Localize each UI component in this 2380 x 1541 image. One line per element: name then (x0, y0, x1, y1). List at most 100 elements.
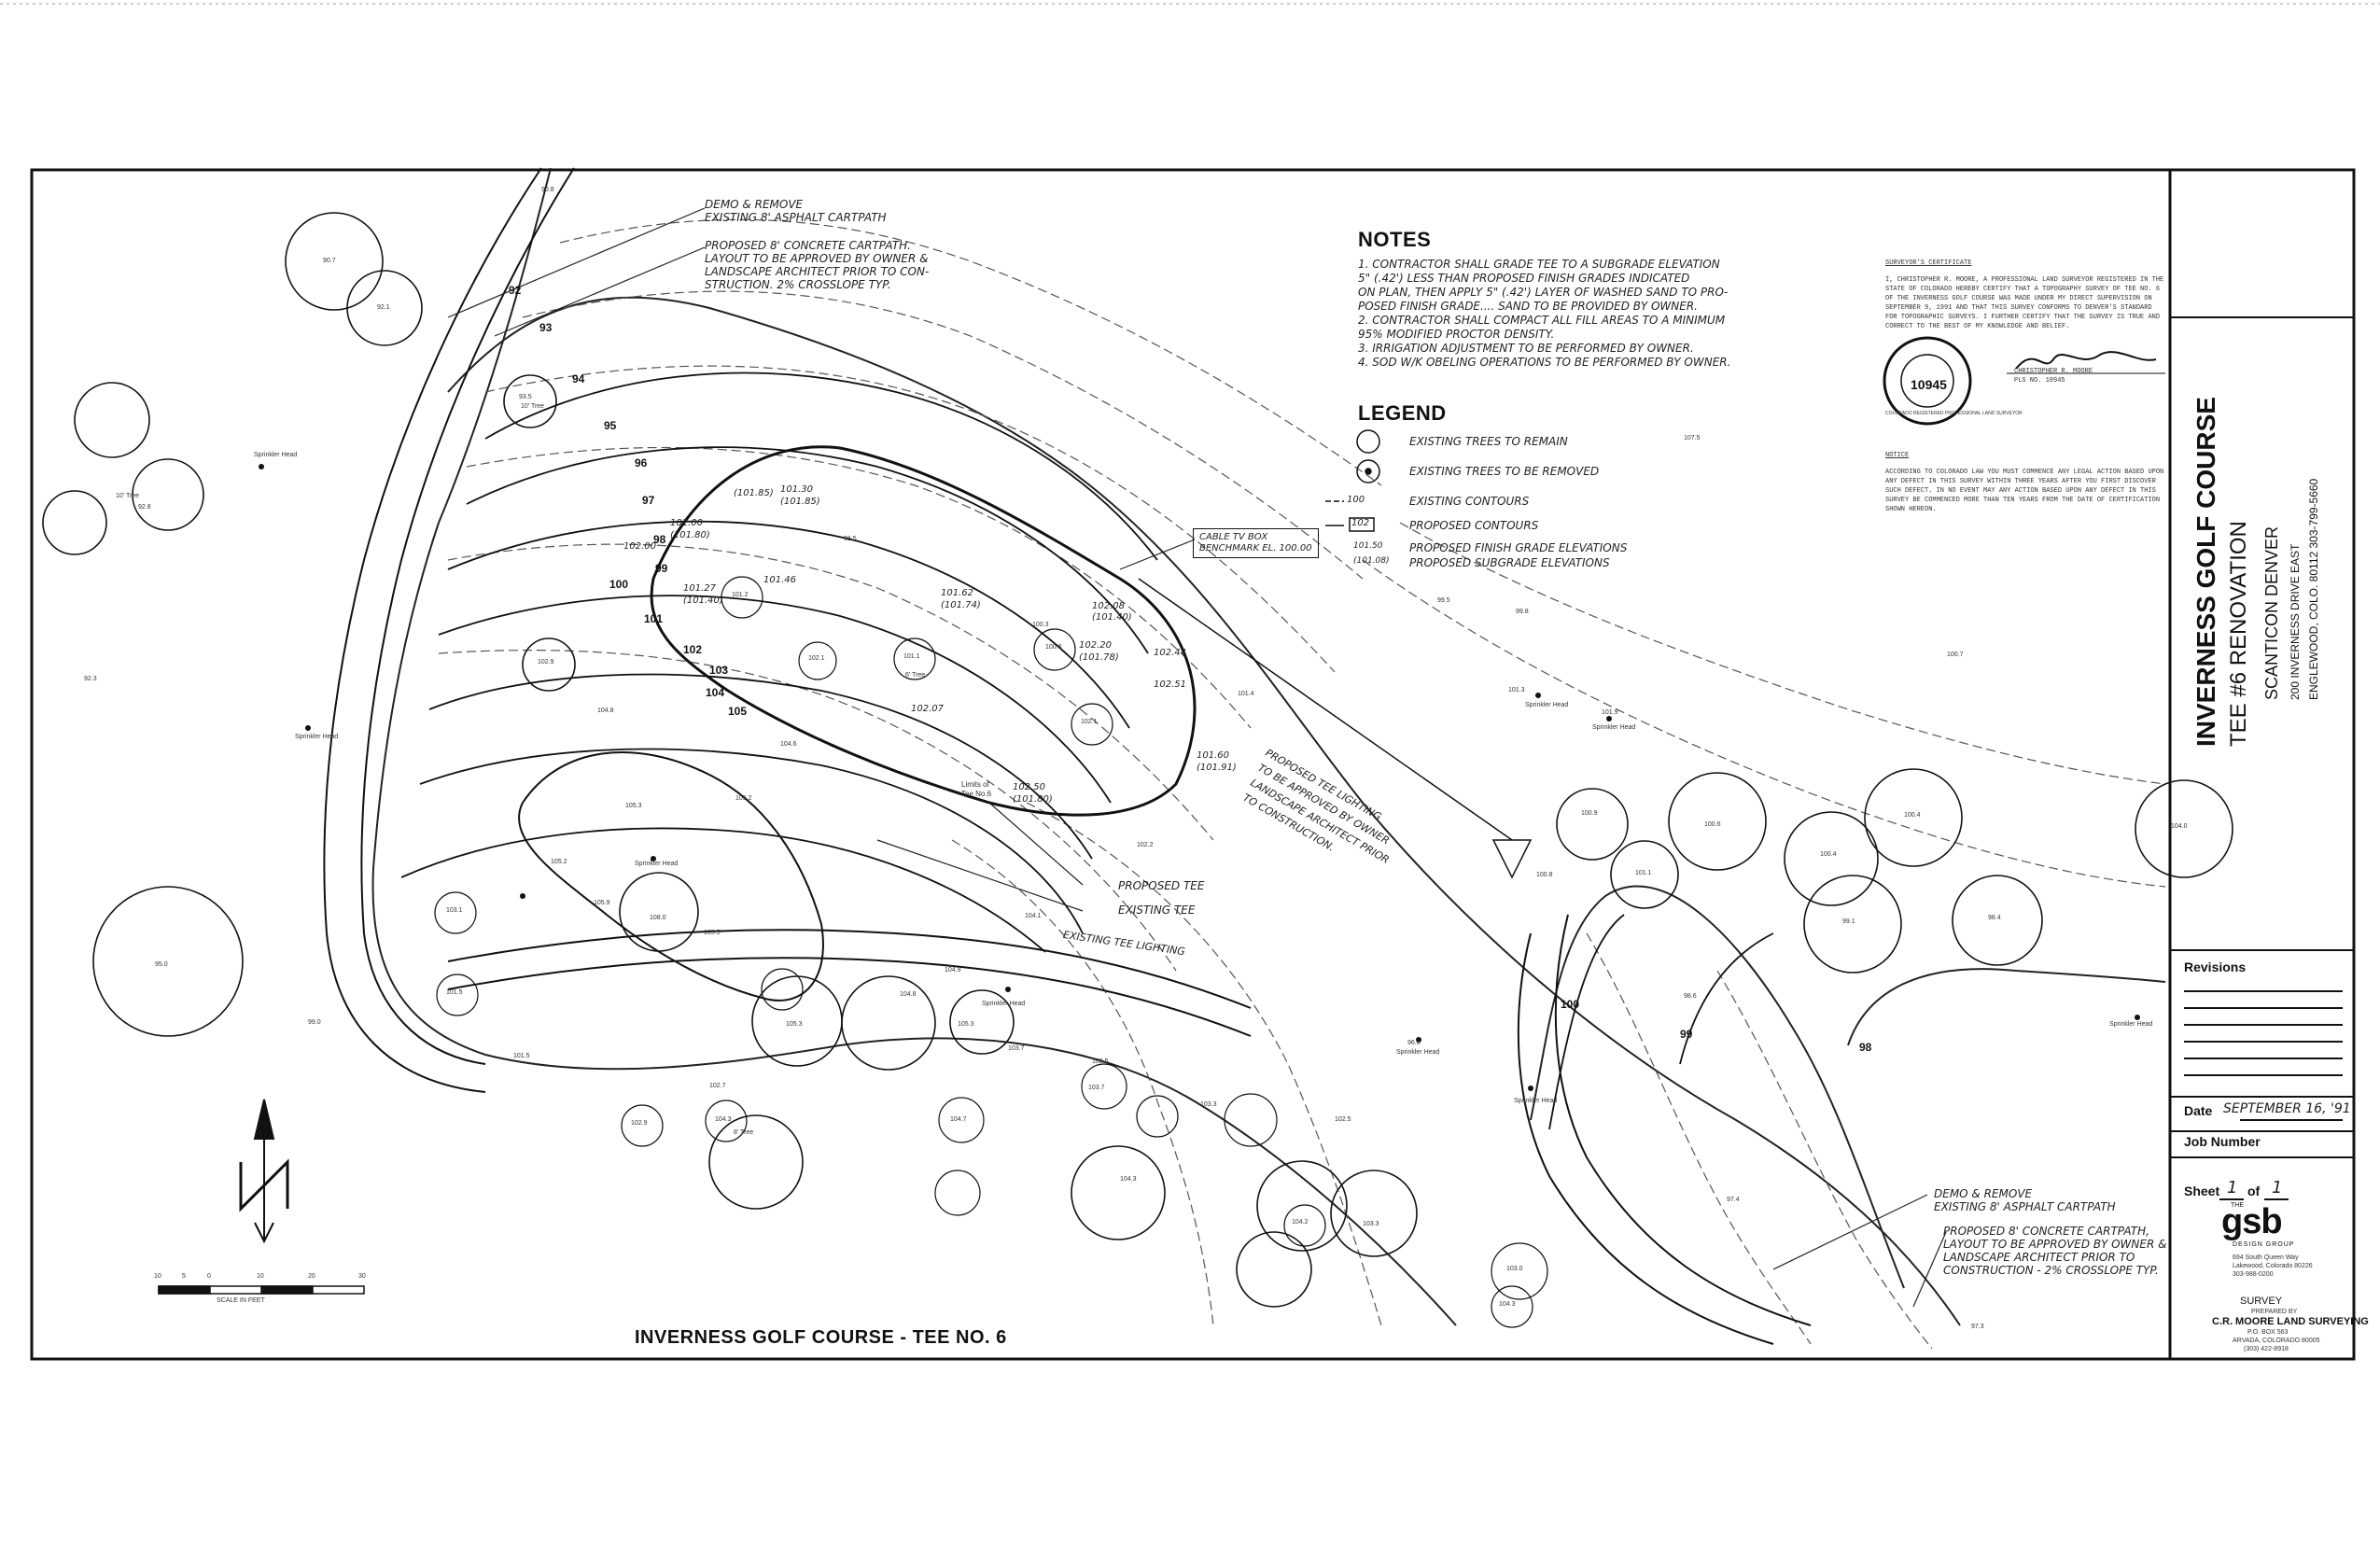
notes-heading: NOTES (1358, 228, 1432, 251)
legend-item: PROPOSED SUBGRADE ELEVATIONS (1409, 556, 1610, 569)
firm-sub: DESIGN GROUP (2233, 1241, 2295, 1248)
spot-elevation: 98.5 (844, 536, 857, 542)
drawing-title: INVERNESS GOLF COURSE - TEE NO. 6 (635, 1327, 1007, 1348)
signer-line: PLS NO. 10945 (2014, 377, 2065, 385)
existing-tee-outline (518, 751, 824, 1002)
spot-elevation: 92.3 (84, 676, 97, 682)
north-arrow (239, 1099, 289, 1244)
cable-box-line: BENCHMARK EL. 100.00 (1199, 543, 1312, 553)
tree-elevation: 93.5 (519, 394, 532, 400)
grade-label: (101.80) (670, 530, 710, 540)
note-line: 1. CONTRACTOR SHALL GRADE TEE TO A SUBGR… (1358, 258, 1720, 271)
job-number-label: Job Number (2184, 1134, 2261, 1149)
tree-elevation: 101.1 (1635, 870, 1652, 876)
tree-elevation: 104.7 (950, 1116, 967, 1123)
tree-elevation: 104.0 (2171, 823, 2188, 830)
grade-label: 101.00 (670, 518, 703, 528)
grade-label: (101.85) (734, 488, 774, 498)
certificate-line: SEPTEMBER 9, 1991 AND THAT THIS SURVEY C… (1885, 304, 2152, 312)
tree-elevation: 104.3 (1120, 1176, 1137, 1183)
scale-label: SCALE IN FEET (217, 1297, 265, 1304)
legend-symbols (1325, 429, 1380, 532)
sprinkler-label: Sprinkler Head (982, 1001, 1026, 1007)
contour-label: 96 (635, 456, 648, 469)
surveyor-address-line: P.O. BOX 563 (2247, 1329, 2289, 1336)
note-line: 4. SOD W/K OBELING OPERATIONS TO BE PERF… (1358, 356, 1731, 369)
fairway-edges (371, 167, 2166, 1326)
tree-elevation: 103.5 (1092, 1058, 1109, 1065)
tree-elevation: 98.4 (1988, 915, 2001, 921)
sprinkler-label: Sprinkler Head (254, 452, 298, 458)
seal-number: 10945 (1911, 377, 1947, 392)
contour-label: 98 (1859, 1041, 1872, 1054)
grade-label: (101.80) (1013, 794, 1053, 805)
contour-label: 95 (604, 419, 617, 432)
tree-elevation: 100.6 (1704, 821, 1721, 828)
spot-elevation: 101.3 (1508, 687, 1525, 693)
tree-elevation: 90.7 (323, 258, 336, 264)
legend-item: EXISTING TREES TO REMAIN (1409, 435, 1568, 448)
tree-elevation: 103.7 (1088, 1085, 1105, 1091)
callout-demo-top: DEMO & REMOVE (705, 198, 804, 211)
legend-item: PROPOSED CONTOURS (1409, 519, 1539, 532)
spot-elevation: 100.7 (1947, 651, 1964, 658)
surveyor-name: C.R. MOORE LAND SURVEYING (2212, 1316, 2369, 1327)
tree-elevation: 102.5 (1335, 1116, 1351, 1123)
project-subtitle: TEE #6 RENOVATION (2226, 521, 2251, 747)
spot-elevation: 104.8 (900, 991, 917, 998)
grade-label: 102.00 (623, 541, 656, 552)
grade-label: (101.91) (1197, 763, 1237, 773)
certificate-title: SURVEYOR'S CERTIFICATE (1885, 259, 1972, 267)
proposed-tee-outline (650, 445, 1197, 817)
certificate-line: STATE OF COLORADO HEREBY CERTIFY THAT A … (1885, 286, 2161, 293)
existing-contours (438, 218, 2166, 1350)
spot-elevation: 103.7 (1008, 1045, 1025, 1052)
contour-label: 93 (539, 321, 553, 334)
proposed-contours (400, 371, 1774, 1130)
survey-heading: SURVEY (2240, 1296, 2283, 1307)
note-line: ON PLAN, THEN APPLY 5" (.42') LAYER OF W… (1358, 286, 1729, 299)
revision-lines (2170, 990, 2354, 1200)
tree-elevation: 102.9 (538, 659, 554, 665)
note-line: 2. CONTRACTOR SHALL COMPACT ALL FILL ARE… (1358, 314, 1726, 327)
sheet-number: 1 (2227, 1178, 2238, 1198)
trees-large (42, 212, 2233, 1308)
tree-elevation: 100.4 (1904, 812, 1921, 819)
grade-label: 101.30 (780, 484, 813, 495)
legend-heading: LEGEND (1358, 401, 1447, 425)
tree-elevation: 104.3 (715, 1116, 732, 1123)
callout-prop-bottom: LANDSCAPE ARCHITECT PRIOR TO (1943, 1251, 2135, 1264)
date-value: SEPTEMBER 16, '91 (2223, 1101, 2351, 1116)
grade-label: (101.40) (1092, 612, 1132, 623)
sprinkler-label: Sprinkler Head (295, 734, 339, 740)
contour-label: 97 (642, 494, 655, 507)
callout-demo-bottom: EXISTING 8' ASPHALT CARTPATH (1934, 1200, 2116, 1213)
scale-bar (158, 1285, 365, 1295)
grade-label: (101.85) (780, 497, 820, 507)
callout-demo-bottom: DEMO & REMOVE (1934, 1187, 2033, 1200)
grade-label: 102.07 (911, 704, 944, 714)
spot-elevation: 96.8 (1407, 1040, 1421, 1046)
callout-prop-bottom: LAYOUT TO BE APPROVED BY OWNER & (1943, 1238, 2167, 1251)
callout-prop-top: LAYOUT TO BE APPROVED BY OWNER & (705, 252, 929, 265)
tree-elevation: 92.8 (138, 504, 151, 511)
note-line: 3. IRRIGATION ADJUSTMENT TO BE PERFORMED… (1358, 342, 1694, 355)
surveyor-address-line: (303) 422-8918 (2244, 1346, 2289, 1352)
cartpath (323, 167, 1812, 1345)
tree-kind: 6' Tree (905, 672, 926, 679)
project-client: SCANTICON DENVER (2262, 525, 2281, 700)
firm-address-line: Lakewood, Colorado 80226 (2233, 1263, 2313, 1269)
revisions-label: Revisions (2184, 960, 2247, 974)
contour-label: 105 (728, 705, 747, 718)
sprinkler-label: Sprinkler Head (635, 861, 679, 867)
spot-elevation: 107.5 (1684, 435, 1701, 441)
spot-elevation: 104.6 (780, 741, 797, 748)
legend-item: EXISTING CONTOURS (1409, 495, 1530, 508)
prepared-by: PREPARED BY (2251, 1309, 2298, 1315)
spot-elevation: 105.5 (704, 930, 721, 936)
contour-label: 103 (709, 664, 728, 677)
limits-label: Tee No.6 (961, 790, 992, 798)
tree-elevation: 103.3 (1363, 1221, 1379, 1227)
tree-elevation: 105.3 (958, 1021, 974, 1028)
